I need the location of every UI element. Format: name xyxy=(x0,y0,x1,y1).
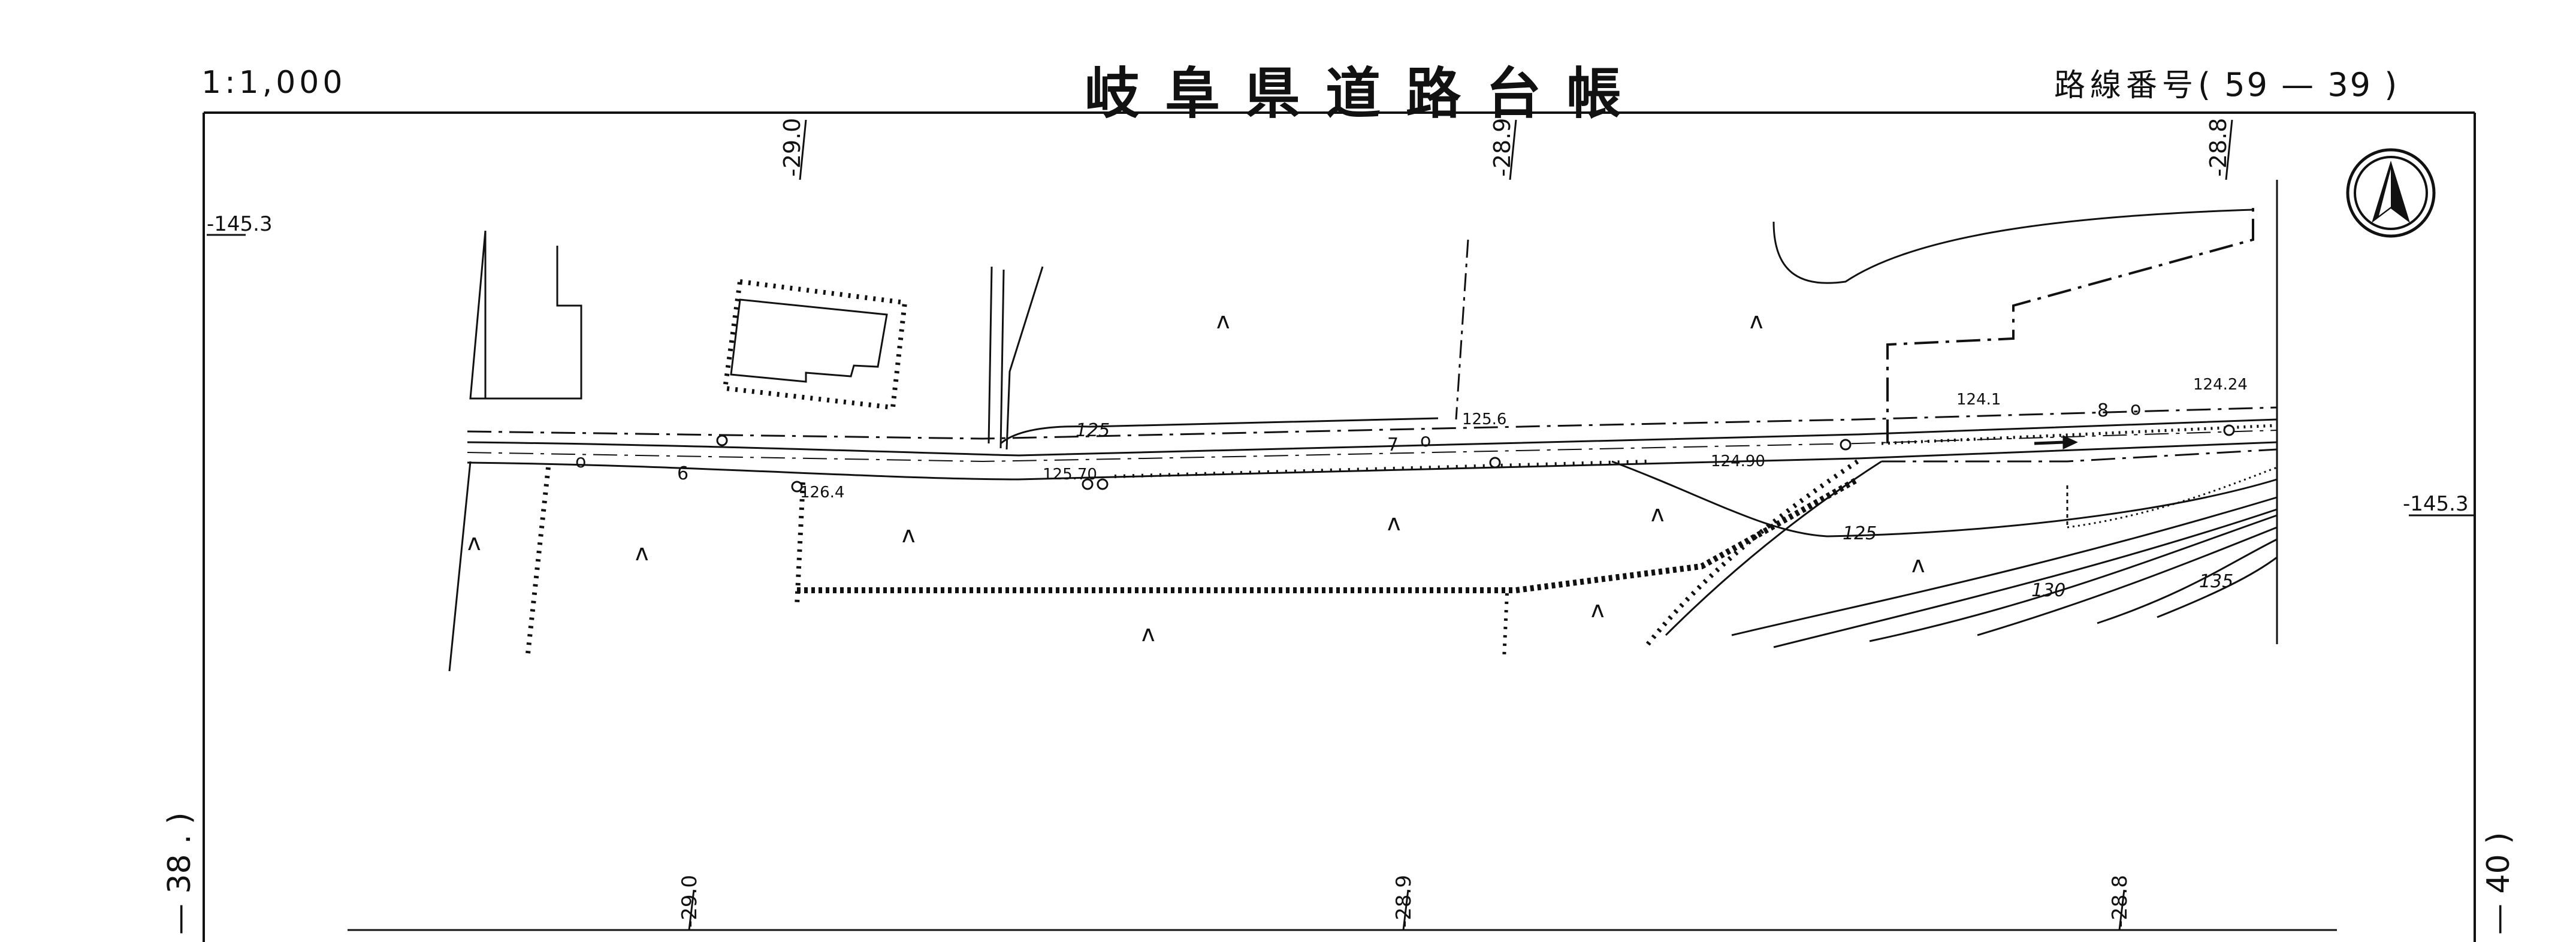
road xyxy=(467,406,2278,481)
grid-label-left: -145.3 xyxy=(207,212,273,236)
grid-label-bottom-1: -29.0 xyxy=(678,875,702,928)
slope xyxy=(1611,180,2278,648)
svg-text:124.24: 124.24 xyxy=(2193,376,2248,394)
svg-text:8: 8 xyxy=(2097,400,2109,421)
grid-label-top-1: -29.0 xyxy=(779,118,805,177)
vegetation-symbols: ʌ ʌ ʌ ʌ ʌ ʌ ʌ ʌ ʌ ʌ xyxy=(467,307,1925,647)
route-number: 路線番号( 59 — 39 ) xyxy=(2054,60,2399,105)
svg-text:ʌ: ʌ xyxy=(1387,509,1401,536)
road-marks: o 6 7 o 8 o xyxy=(575,398,2141,484)
svg-text:ʌ: ʌ xyxy=(1141,620,1155,647)
svg-text:ʌ: ʌ xyxy=(1591,596,1605,623)
svg-text:o: o xyxy=(2130,398,2141,419)
north-arrow-icon xyxy=(2346,148,2436,238)
route-number-label: 路線番号 xyxy=(2054,68,2198,104)
svg-text:135: 135 xyxy=(2199,571,2233,592)
route-paren-open: ( xyxy=(2198,66,2225,104)
route-paren-close: ) xyxy=(2372,66,2399,104)
svg-text:ʌ: ʌ xyxy=(1911,551,1925,578)
markers xyxy=(716,424,2235,493)
svg-text:125.6: 125.6 xyxy=(1462,410,1506,428)
svg-text:ʌ: ʌ xyxy=(467,529,481,555)
svg-text:ʌ: ʌ xyxy=(1750,307,1763,334)
svg-text:125: 125 xyxy=(1076,420,1110,441)
upper-boundary xyxy=(1772,204,2278,463)
grid-ticks-bottom xyxy=(688,889,2125,931)
map-title: 岐阜県道路台帳 xyxy=(1085,62,1647,126)
flow-arrow-icon xyxy=(2034,435,2078,449)
route-number-dash: — xyxy=(2281,66,2316,104)
svg-text:o: o xyxy=(1420,430,1431,451)
svg-text:ʌ: ʌ xyxy=(635,539,649,566)
grid-label-top-2: -28.9 xyxy=(1489,118,1515,177)
elevation-labels: 126.4 125.70 125.6 124.90 124.1 124.24 xyxy=(800,376,2248,502)
svg-text:124.90: 124.90 xyxy=(1711,452,1765,470)
grid-label-top-3: -28.8 xyxy=(2205,118,2231,177)
svg-text:125: 125 xyxy=(1843,523,1877,544)
svg-text:o: o xyxy=(575,451,586,472)
grid-label-bottom-3: -28.8 xyxy=(2108,875,2132,928)
grid-ticks-top xyxy=(799,119,2233,180)
parcels xyxy=(469,230,1469,450)
scale-label: 1:1,000 xyxy=(201,65,346,101)
svg-text:ʌ: ʌ xyxy=(902,521,916,548)
svg-text:130: 130 xyxy=(2031,580,2065,601)
grid-label-bottom-2: -28.9 xyxy=(1392,875,1416,928)
contour-labels: 125 125 130 135 xyxy=(1076,420,2233,601)
lower-parcels xyxy=(448,461,1859,672)
svg-text:6: 6 xyxy=(677,463,688,484)
route-number-main: 59 xyxy=(2224,66,2269,104)
svg-text:ʌ: ʌ xyxy=(1216,307,1230,334)
svg-text:ʌ: ʌ xyxy=(1651,500,1665,527)
map-frame xyxy=(203,111,2476,942)
svg-text:126.4: 126.4 xyxy=(800,484,844,502)
svg-text:124.1: 124.1 xyxy=(1956,391,2001,409)
grid-label-right: -145.3 xyxy=(2403,492,2469,516)
route-number-sub: 39 xyxy=(2327,66,2373,104)
svg-text:7: 7 xyxy=(1387,434,1399,455)
